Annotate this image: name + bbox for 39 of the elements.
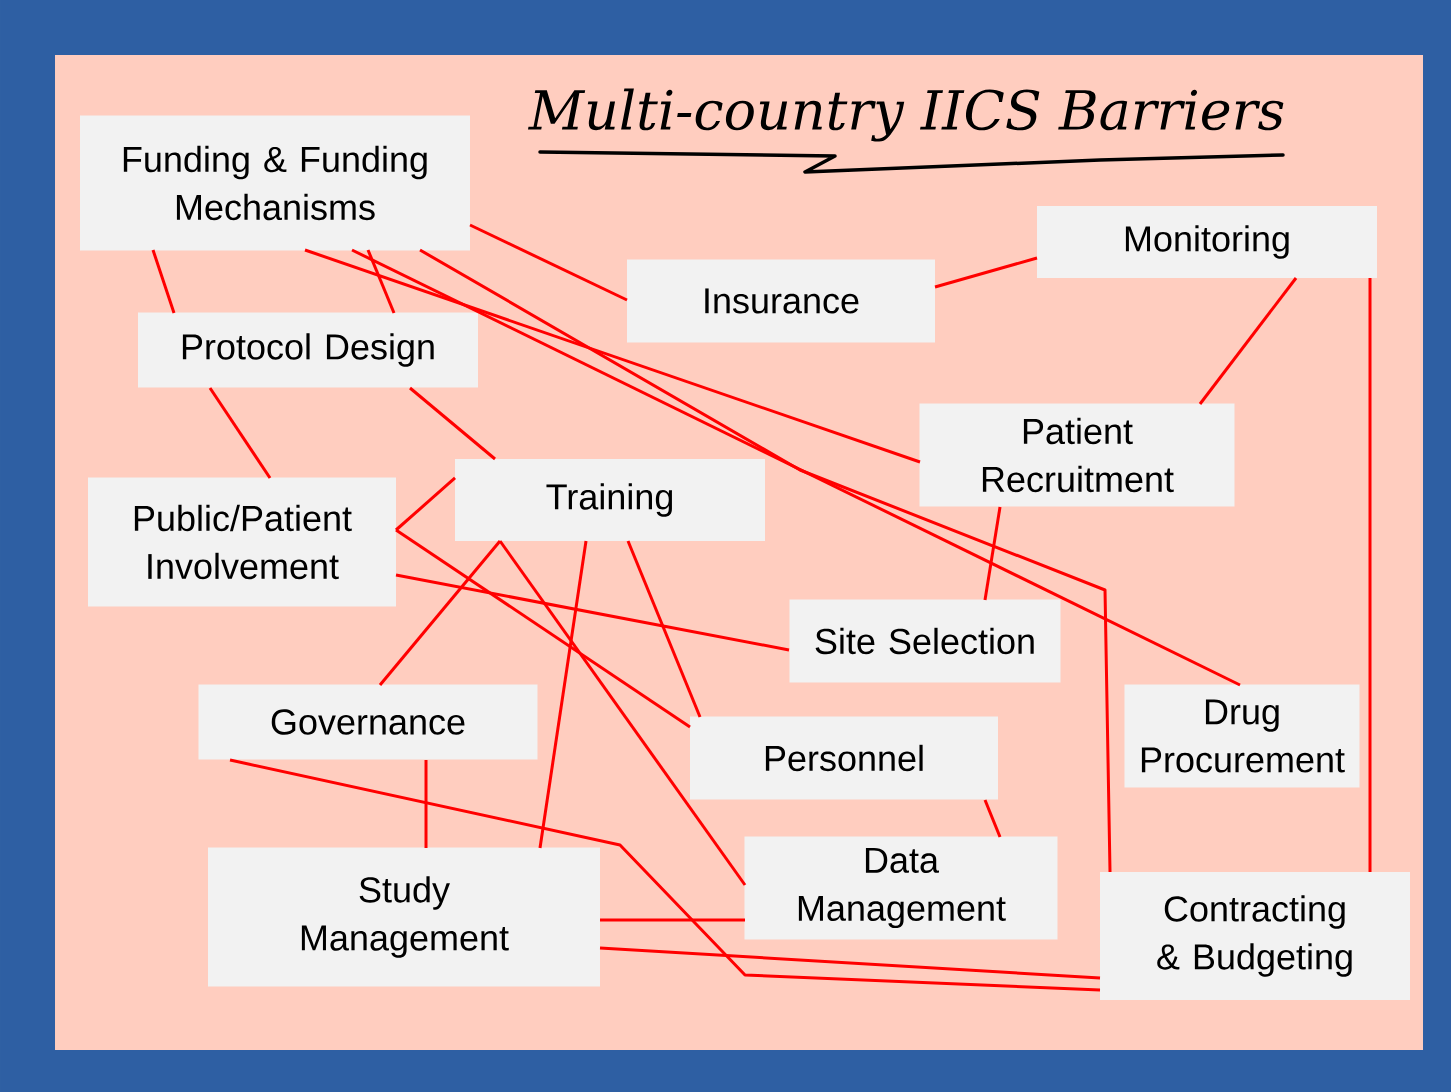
connector-line <box>599 946 1101 980</box>
barrier-box: Protocol Design <box>138 312 478 388</box>
connector-line <box>151 249 176 314</box>
barrier-box: Training <box>455 459 765 541</box>
barrier-box: Site Selection <box>789 599 1061 683</box>
connector-line <box>208 387 272 479</box>
connector-line <box>626 540 702 718</box>
barrier-box: Public/Patient Involvement <box>88 477 396 607</box>
connector-line <box>378 540 502 686</box>
connector-line <box>469 223 628 302</box>
connector-line <box>983 506 1002 601</box>
connector-line <box>304 248 921 464</box>
barrier-box: Patient Recruitment <box>919 403 1235 507</box>
barrier-box: Insurance <box>627 259 935 343</box>
connector-line <box>395 476 456 532</box>
connector-line <box>1198 277 1298 405</box>
connector-line <box>983 799 1002 838</box>
connector-line <box>600 918 745 922</box>
barrier-box: Contracting & Budgeting <box>1100 872 1410 1000</box>
title: Multi-country IICS Barriers <box>527 88 1284 142</box>
connector-line <box>424 760 428 848</box>
connector-line <box>409 386 496 461</box>
connector-line <box>229 758 1101 992</box>
connector-line <box>366 249 396 314</box>
connector-line <box>498 540 747 886</box>
connector-line <box>934 256 1038 289</box>
barrier-box: Drug Procurement <box>1124 684 1360 788</box>
barrier-box: Data Management <box>744 836 1058 940</box>
barrier-box: Monitoring <box>1037 206 1377 278</box>
barrier-box: Study Management <box>208 847 600 987</box>
barrier-box: Governance <box>198 684 538 760</box>
connector-line <box>1368 278 1372 872</box>
barrier-box: Personnel <box>690 716 998 800</box>
connector-line <box>351 248 1241 687</box>
barrier-box: Funding & Funding Mechanisms <box>80 115 470 251</box>
connector-line <box>395 573 790 652</box>
connector-line <box>395 528 691 729</box>
connector-line <box>538 540 588 849</box>
connector-line <box>419 248 1112 873</box>
